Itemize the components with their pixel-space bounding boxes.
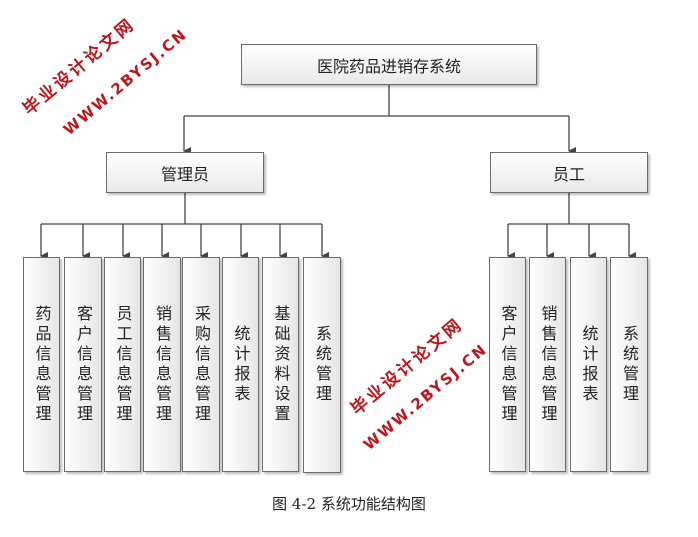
node-label: 药品信息管理 <box>32 304 52 425</box>
admin-child-node: 销售信息管理 <box>143 257 181 472</box>
staff-label: 员工 <box>552 164 585 184</box>
admin-child-node: 员工信息管理 <box>104 257 141 472</box>
staff-child-node: 销售信息管理 <box>529 257 566 472</box>
admin-label: 管理员 <box>160 164 209 184</box>
admin-child-node: 基础资料设置 <box>262 257 299 472</box>
node-label: 员工信息管理 <box>113 304 133 425</box>
node-label: 系统管理 <box>620 324 639 405</box>
staff-node: 员工 <box>490 152 648 193</box>
node-label: 统计报表 <box>231 324 251 405</box>
staff-child-node: 客户信息管理 <box>489 257 526 472</box>
root-node: 医院药品进销存系统 <box>241 44 537 85</box>
node-label: 销售信息管理 <box>153 304 172 425</box>
node-label: 基础资料设置 <box>271 304 291 425</box>
admin-child-node: 客户信息管理 <box>64 257 102 472</box>
admin-node: 管理员 <box>106 152 264 193</box>
admin-child-node: 系统管理 <box>303 257 341 473</box>
node-label: 系统管理 <box>313 325 332 405</box>
node-label: 统计报表 <box>579 324 599 405</box>
admin-child-node: 统计报表 <box>222 257 259 472</box>
admin-child-node: 采购信息管理 <box>182 257 220 472</box>
node-label: 销售信息管理 <box>538 304 558 425</box>
node-label: 客户信息管理 <box>498 304 518 425</box>
node-label: 客户信息管理 <box>74 304 93 425</box>
admin-child-node: 药品信息管理 <box>23 257 60 472</box>
staff-child-node: 统计报表 <box>570 257 607 472</box>
root-label: 医院药品进销存系统 <box>316 56 461 76</box>
staff-child-node: 系统管理 <box>610 257 648 472</box>
figure-caption: 图 4-2 系统功能结构图 <box>272 495 426 513</box>
node-label: 采购信息管理 <box>192 304 211 425</box>
